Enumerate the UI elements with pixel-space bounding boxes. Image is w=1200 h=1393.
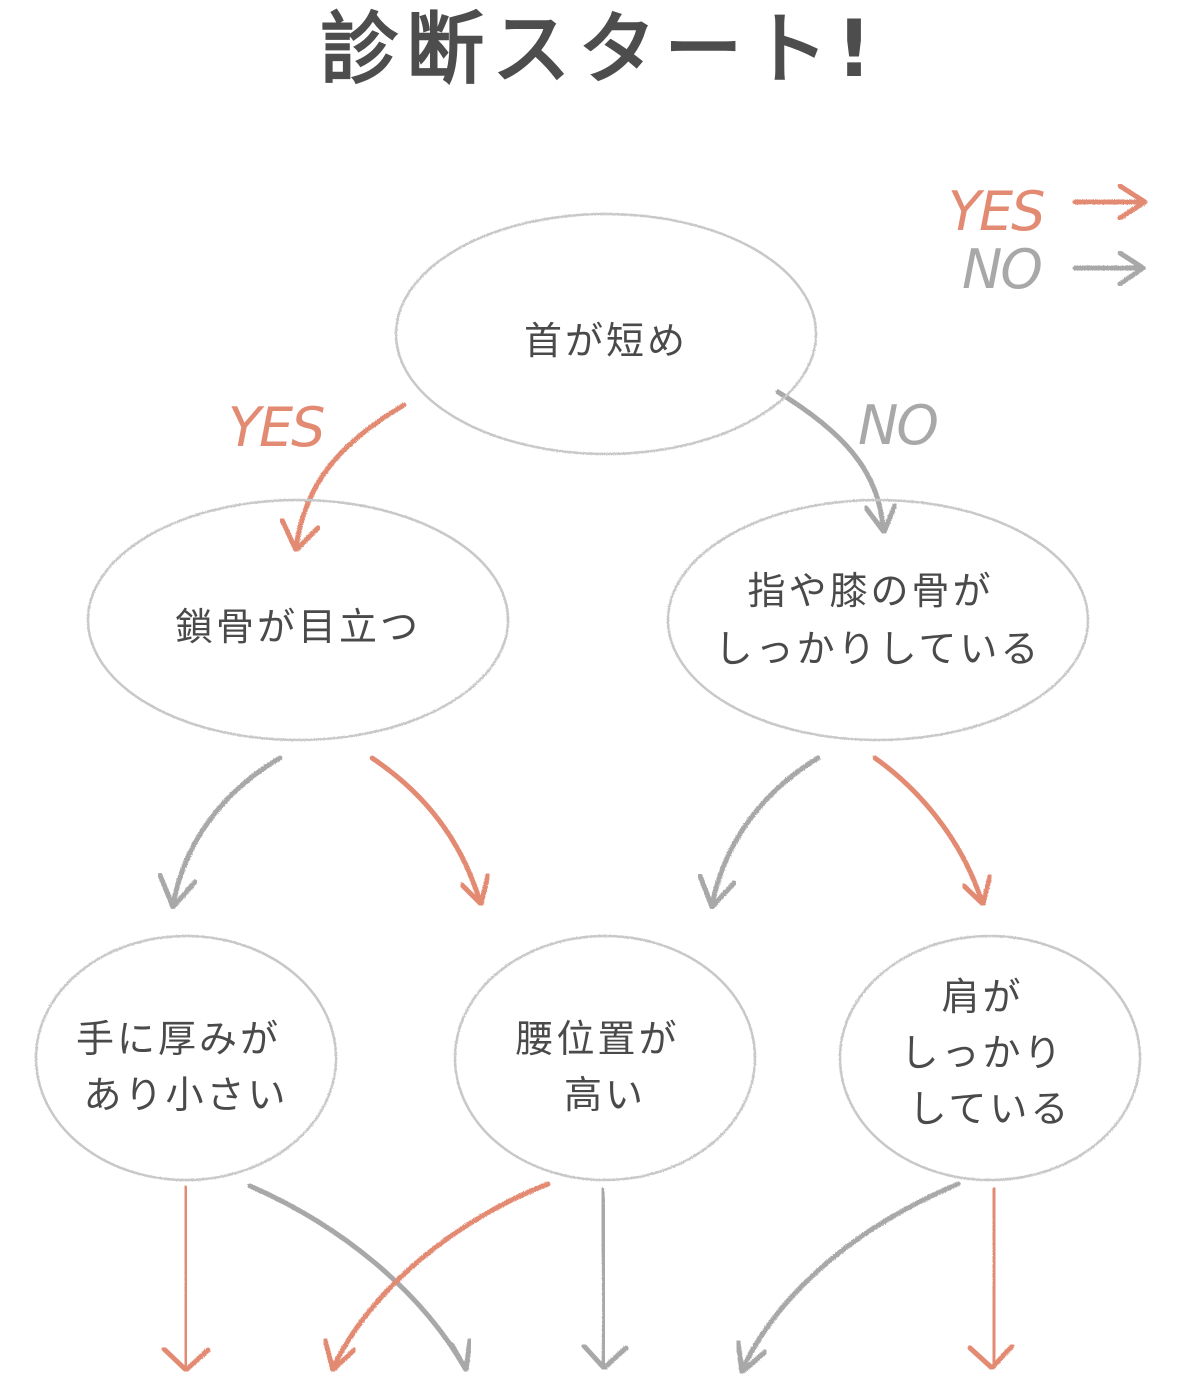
edge-shoulders-out-6 — [967, 1187, 1015, 1371]
legend-yes-label: YES — [948, 180, 1044, 243]
edge-shoulders-out-5 — [735, 1181, 961, 1375]
node-neck-ellipse — [394, 212, 818, 456]
node-collarbone: 鎖骨が目立つ — [86, 498, 510, 742]
node-joints: 指や膝の骨が しっかりしている — [666, 498, 1090, 742]
edge-joints-shoulders — [872, 755, 993, 907]
page-title: 診断スタート! — [320, 5, 880, 95]
node-joints-line-2: しっかりしている — [715, 627, 1042, 671]
node-waist-ellipse — [453, 934, 757, 1182]
node-waist-line-1: 腰位置が — [515, 1017, 679, 1061]
node-joints-line-1: 指や膝の骨が — [747, 569, 993, 613]
branch-yes-label: YES — [228, 396, 324, 459]
edge-hands-out-1 — [161, 1185, 211, 1373]
edge-joints-waist — [697, 755, 821, 910]
edges — [157, 389, 1015, 1375]
edge-neck-joints — [775, 389, 898, 535]
node-waist: 腰位置が 高い — [453, 934, 757, 1182]
edge-waist-out-2 — [322, 1181, 551, 1373]
branch-no-label: NO — [858, 394, 937, 457]
svg-text:腰位置が 高い: 腰位置が 高い — [515, 1017, 694, 1117]
node-shoulders-line-2: しっかり — [900, 1031, 1064, 1075]
node-collarbone-line-1: 鎖骨が目立つ — [175, 605, 421, 649]
node-hands-line-1: 手に厚みが — [76, 1017, 281, 1061]
node-neck-line-1: 首が短め — [524, 319, 688, 363]
edge-hands-out-3 — [247, 1183, 473, 1373]
svg-text:指や膝の骨が しっかりしている: 指や膝の骨が しっかりしている — [715, 569, 1042, 671]
node-hands-line-2: あり小さい — [83, 1073, 288, 1117]
legend-yes-arrow-icon — [1072, 183, 1148, 221]
svg-text:鎖骨が目立つ: 鎖骨が目立つ — [175, 605, 421, 649]
svg-text:首が短め: 首が短め — [524, 319, 688, 363]
legend: YES NO — [948, 180, 1148, 301]
node-waist-line-2: 高い — [564, 1073, 646, 1117]
node-shoulders-line-1: 肩が — [941, 975, 1023, 1019]
node-neck: 首が短め — [394, 212, 818, 456]
svg-text:手に厚みが あり小さい: 手に厚みが あり小さい — [76, 1017, 296, 1117]
node-hands-ellipse — [34, 934, 338, 1182]
legend-no-arrow-icon — [1072, 250, 1146, 287]
edge-neck-collarbone — [279, 402, 407, 553]
node-joints-ellipse — [666, 498, 1090, 742]
svg-text:肩が しっかり している: 肩が しっかり している — [900, 975, 1079, 1131]
legend-no-label: NO — [962, 238, 1041, 301]
node-shoulders-ellipse — [838, 934, 1142, 1182]
edge-collarbone-hands — [157, 755, 283, 910]
node-collarbone-ellipse — [86, 498, 510, 742]
node-hands: 手に厚みが あり小さい — [34, 934, 338, 1182]
edge-waist-out-4 — [581, 1187, 629, 1371]
node-shoulders-line-3: している — [909, 1087, 1072, 1131]
edge-collarbone-waist — [369, 755, 491, 907]
node-shoulders: 肩が しっかり している — [838, 934, 1142, 1182]
